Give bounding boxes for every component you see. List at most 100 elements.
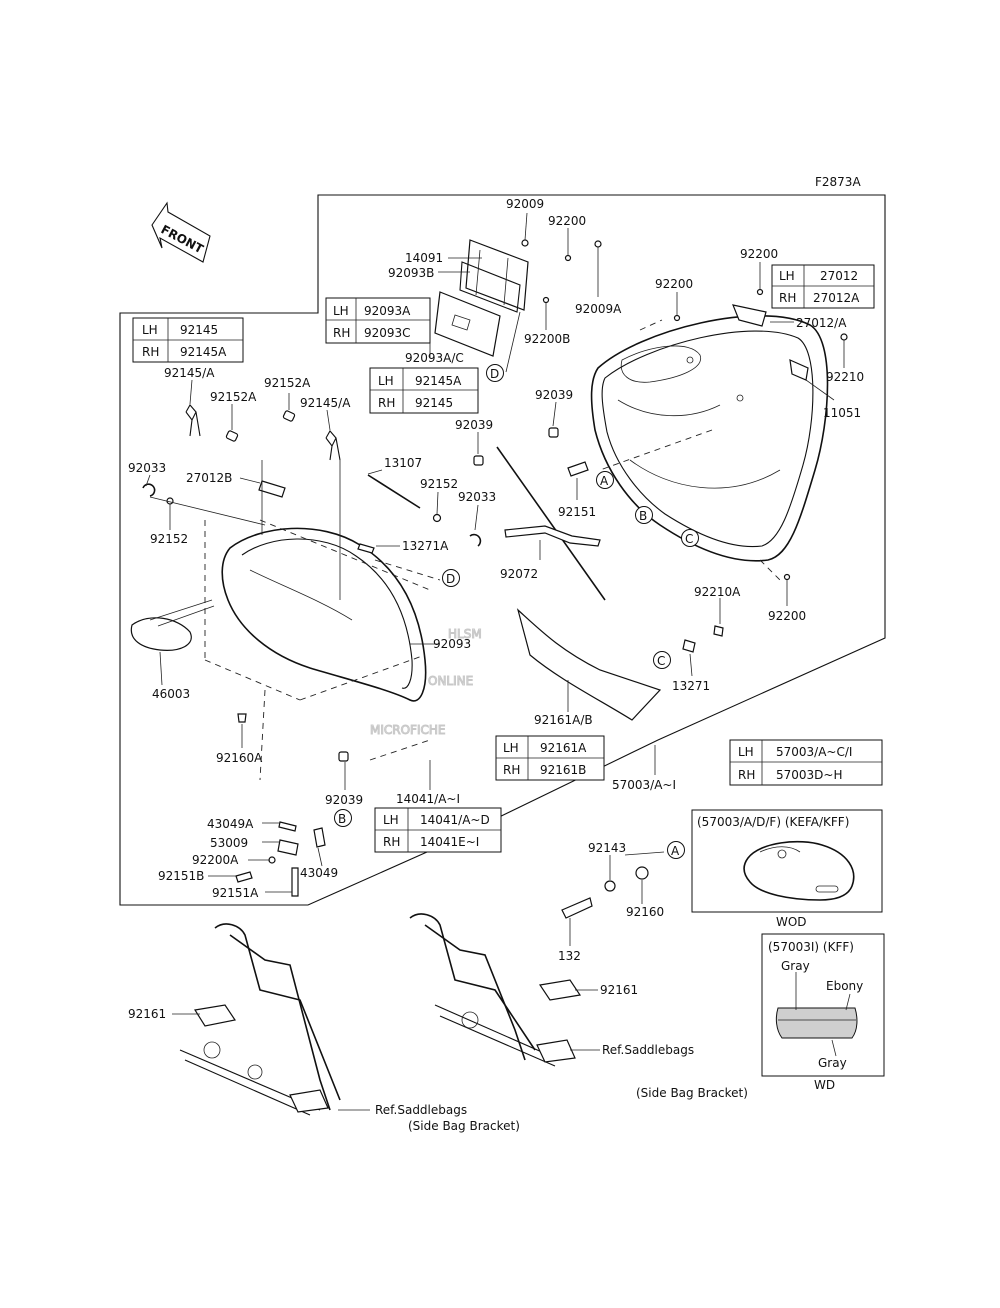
label-14091: 14091 [405, 251, 443, 265]
label-92200B: 92200B [524, 332, 570, 346]
nut-92200-top [564, 254, 572, 262]
figure-id: F2873A [815, 175, 861, 189]
svg-text:92093C: 92093C [364, 326, 411, 340]
collar-92152A-right [282, 410, 296, 422]
front-arrow-label: FRONT [159, 222, 207, 256]
front-arrow-icon: FRONT [151, 201, 211, 263]
svg-text:LH: LH [503, 741, 519, 755]
label-92161AB: 92161A/B [534, 713, 593, 727]
latch-plate-27012 [732, 304, 767, 327]
svg-text:57003D~H: 57003D~H [776, 768, 843, 782]
table-92161: LH 92161A RH 92161B [495, 735, 605, 781]
collar-92152 [432, 513, 442, 523]
svg-text:C: C [657, 654, 665, 668]
svg-text:(57003I) (KFF): (57003I) (KFF) [768, 940, 854, 954]
lid-stay-plate [434, 291, 501, 357]
svg-text:92161B: 92161B [540, 763, 586, 777]
nut-92160 [635, 866, 649, 880]
svg-text:(57003/A/D/F) (KEFA/KFF): (57003/A/D/F) (KEFA/KFF) [697, 815, 849, 829]
svg-text:C: C [685, 532, 693, 546]
screw-92009 [521, 239, 529, 247]
label-92039-b: 92039 [455, 418, 493, 432]
svg-text:A: A [671, 844, 680, 858]
bracket-53009 [277, 839, 299, 856]
label-13271: 13271 [672, 679, 710, 693]
watermark-line-3: MICROFICHE [370, 723, 445, 737]
label-92151A: 92151A [212, 886, 259, 900]
collar-92039-c [338, 751, 349, 762]
svg-text:14041E~I: 14041E~I [420, 835, 479, 849]
label-13107: 13107 [384, 456, 422, 470]
label-92152-b: 92152 [150, 532, 188, 546]
pin-13107 [367, 474, 421, 509]
label-92152-a: 92152 [420, 477, 458, 491]
label-92009A: 92009A [575, 302, 622, 316]
svg-text:D: D [446, 572, 455, 586]
label-92151B: 92151B [158, 869, 204, 883]
clip-13271 [682, 639, 696, 653]
side-bag-bracket-left [179, 923, 341, 1116]
callout-b2: B [334, 809, 352, 827]
label-ref-b-1: Ref.Saddlebags [602, 1043, 694, 1057]
label-92143: 92143 [588, 841, 626, 855]
svg-text:14041/A~D: 14041/A~D [420, 813, 490, 827]
svg-text:92145: 92145 [415, 396, 453, 410]
collar-92152A-left [225, 430, 239, 442]
svg-text:27012A: 27012A [813, 291, 860, 305]
ering-92033-right [469, 533, 482, 547]
callout-d2: D [442, 569, 460, 587]
label-ref-b-2: (Side Bag Bracket) [636, 1086, 748, 1100]
svg-text:92093A: 92093A [364, 304, 411, 318]
table-92145: LH 92145 RH 92145A [132, 317, 244, 363]
bolt-92151B [235, 871, 253, 883]
label-ref-a-1: Ref.Saddlebags [375, 1103, 467, 1117]
svg-text:A: A [600, 474, 609, 488]
callout-c1: C [681, 529, 699, 547]
svg-text:B: B [338, 812, 346, 826]
label-92033-b: 92033 [458, 490, 496, 504]
svg-text:LH: LH [142, 323, 158, 337]
svg-text:RH: RH [738, 768, 755, 782]
inset2-gray-top: Gray [781, 959, 810, 973]
svg-text:RH: RH [378, 396, 395, 410]
label-92039-a: 92039 [535, 388, 573, 402]
label-92093B: 92093B [388, 266, 434, 280]
reflector-46003 [130, 599, 215, 651]
stay-rod [496, 446, 606, 601]
nut-92200-topright [756, 288, 764, 296]
inset1-caption: WOD [776, 915, 807, 929]
svg-text:LH: LH [333, 304, 349, 318]
label-92160A: 92160A [216, 751, 263, 765]
svg-text:B: B [639, 509, 647, 523]
label-92145A-a: 92145/A [164, 366, 215, 380]
nut-92210 [840, 333, 848, 341]
label-92200A: 92200A [192, 853, 239, 867]
svg-text:57003/A~C/I: 57003/A~C/I [776, 745, 852, 759]
label-92210: 92210 [826, 370, 864, 384]
table-14041: LH 14041/A~D RH 14041E~I [374, 807, 502, 853]
svg-text:RH: RH [779, 291, 796, 305]
side-bag-bracket-right [409, 913, 582, 1067]
label-132: 132 [558, 949, 581, 963]
label-92161-b: 92161 [600, 983, 638, 997]
label-92152A-b: 92152A [210, 390, 257, 404]
screw-92009A [594, 240, 602, 248]
hinge-bracket [459, 239, 529, 313]
label-43049A: 43049A [207, 817, 254, 831]
ering-92033-left [142, 483, 156, 497]
inset-variant-2: (57003I) (KFF) Gray Ebony Gray WD [761, 933, 885, 1092]
watermark: HLSM ONLINE MICROFICHE [370, 627, 483, 738]
callout-c2: C [653, 651, 671, 669]
label-92093: 92093 [433, 637, 471, 651]
label-46003: 46003 [152, 687, 190, 701]
svg-text:92145: 92145 [180, 323, 218, 337]
label-92161-a: 92161 [128, 1007, 166, 1021]
label-92200-d: 92200 [768, 609, 806, 623]
callout-a1: A [596, 471, 614, 489]
inset2-ebony: Ebony [826, 979, 863, 993]
label-53009: 53009 [210, 836, 248, 850]
table-92145b: LH 92145A RH 92145 [369, 367, 479, 414]
svg-text:RH: RH [333, 326, 350, 340]
label-92145A-b: 92145/A [300, 396, 351, 410]
